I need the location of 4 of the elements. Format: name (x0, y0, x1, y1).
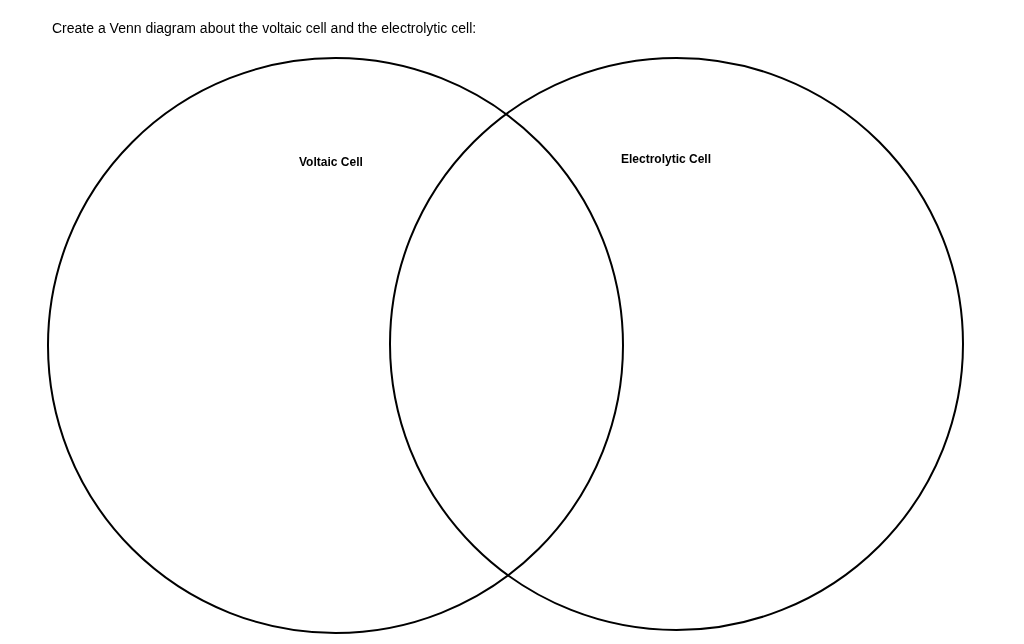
circle-heading: Voltaic Cell (299, 155, 363, 170)
instruction-text: Create a Venn diagram about the voltaic cell and the electrolytic cell: (52, 19, 477, 37)
circle-heading: Electrolytic Cell (621, 152, 712, 167)
venn-circle (389, 57, 964, 631)
